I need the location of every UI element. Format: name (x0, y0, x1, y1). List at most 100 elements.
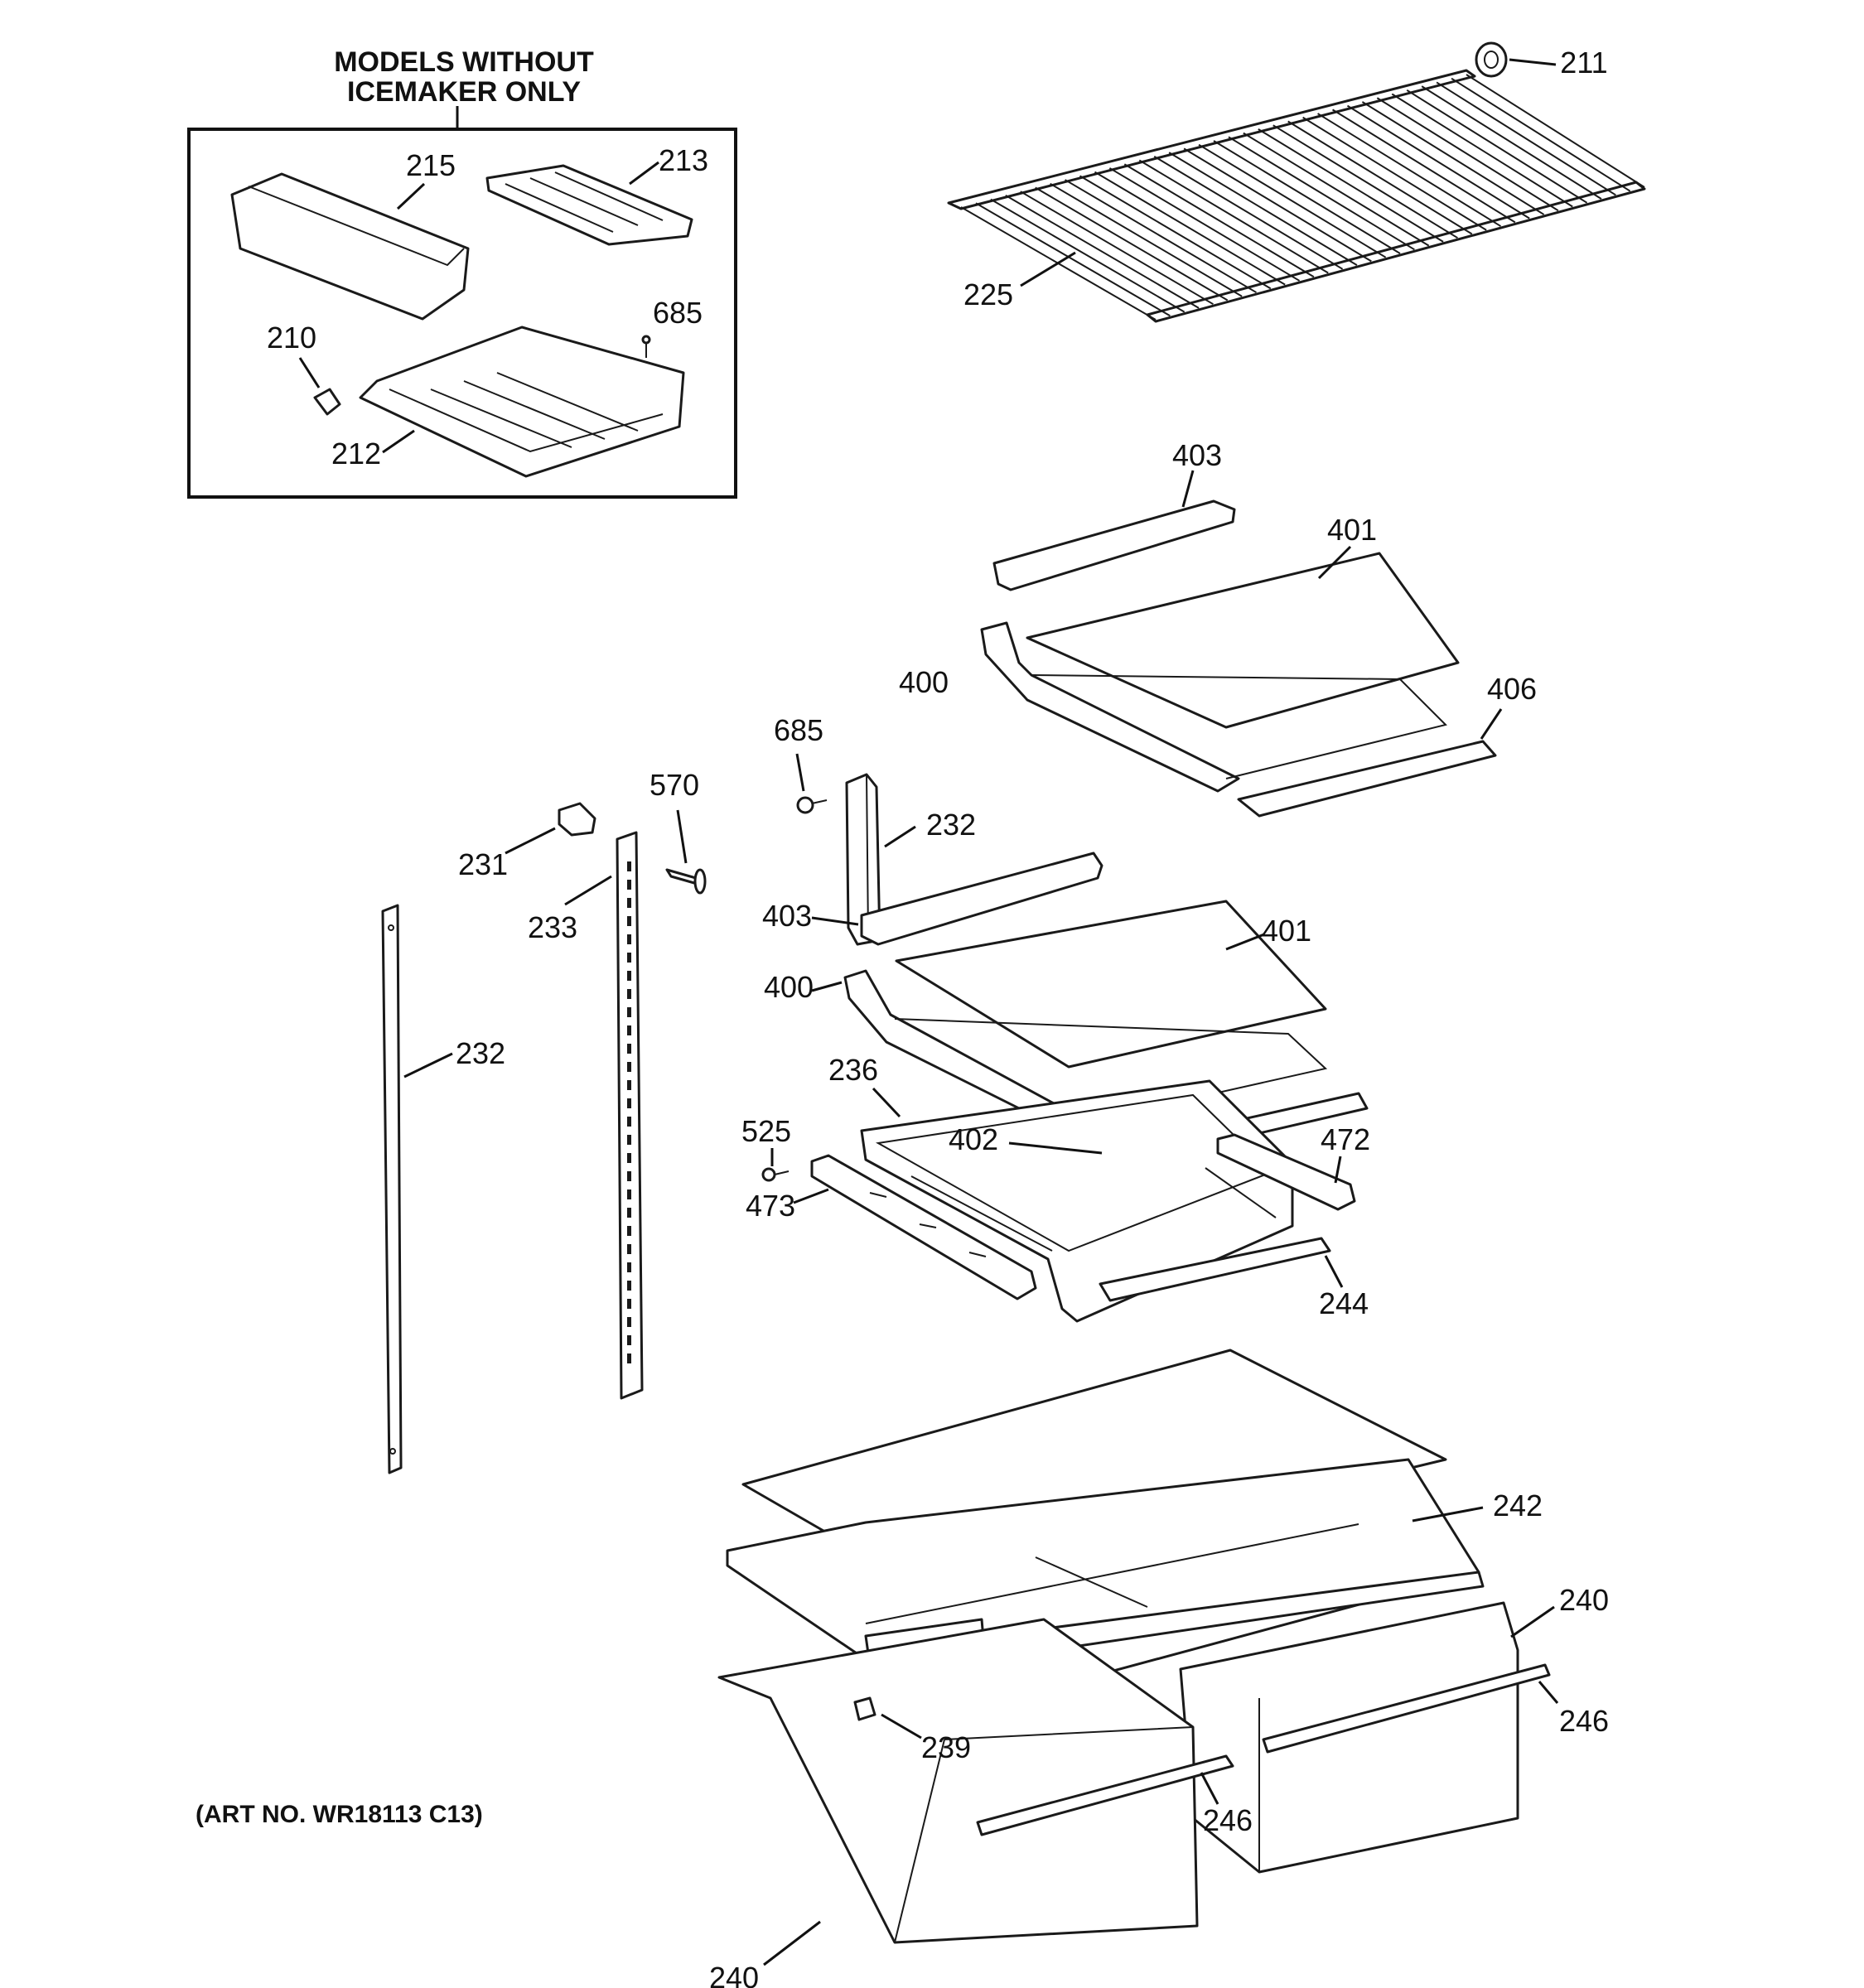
rail-slot (627, 1244, 631, 1254)
part-drawer-240-right (1179, 1601, 1551, 1874)
callout-403-lower: 403 (762, 899, 812, 933)
callout-401-lower: 401 (1262, 914, 1311, 948)
wire-rung (1213, 140, 1401, 254)
part-slide-rail-244 (1099, 1237, 1331, 1302)
rail-slot (627, 1062, 631, 1072)
wire-rung (1243, 132, 1430, 247)
rail-slot (627, 1153, 631, 1163)
wire-rung (1361, 101, 1545, 215)
callout-685: 685 (774, 713, 823, 747)
wire-rung (1079, 175, 1272, 290)
lower-glass-shelf-assembly (843, 852, 1369, 1165)
callout-400-lower: 400 (764, 970, 814, 1004)
callout-215: 215 (406, 148, 456, 182)
part-end-cap-211 (1475, 41, 1508, 78)
wire-rung (1317, 113, 1501, 227)
wire-rung (1421, 85, 1602, 200)
rail-slot (627, 1025, 631, 1035)
callout-472: 472 (1321, 1122, 1370, 1156)
rail-slot (627, 1299, 631, 1309)
rail-slot (627, 861, 631, 871)
rail-slot (627, 1098, 631, 1108)
rail-slot (627, 916, 631, 926)
part-drawer-240-left (717, 1618, 1234, 1944)
rail-slot (627, 1208, 631, 1218)
part-screw-685-inset (641, 335, 651, 358)
wire-rung (1287, 120, 1473, 235)
part-clip-231 (558, 802, 596, 837)
wire-rung (1094, 171, 1286, 286)
callout-473: 473 (746, 1189, 795, 1223)
rail-slot (627, 953, 631, 963)
rail-slot (627, 1281, 631, 1291)
callout-246-left: 246 (1203, 1803, 1253, 1837)
rail-slot (627, 1335, 631, 1345)
part-wire-shelf (947, 69, 1646, 323)
wire-rung (1228, 136, 1415, 251)
upper-glass-shelf-assembly (980, 499, 1497, 818)
rail-slot (627, 1171, 631, 1181)
callout-225: 225 (963, 277, 1013, 311)
rail-slot (627, 1353, 631, 1363)
part-trim-406 (1237, 740, 1497, 818)
part-crisper-pan-236 (860, 1079, 1294, 1323)
rail-slot (627, 1007, 631, 1017)
part-glass-401-lower (895, 900, 1327, 1069)
part-frame-400-upper (980, 621, 1240, 793)
wire-rung (1198, 143, 1387, 258)
rail-slot (627, 1117, 631, 1127)
part-knob-210 (313, 388, 341, 416)
rail-slot (627, 934, 631, 944)
part-ladder-rail-232-left (381, 904, 403, 1474)
rail-slot (627, 1044, 631, 1054)
part-ladder-rail-233 (616, 831, 644, 1400)
callout-232-left: 232 (456, 1036, 505, 1070)
callout-210: 210 (267, 321, 316, 355)
rail-slot (627, 1080, 631, 1090)
rail-slot (627, 880, 631, 890)
part-slide-rail-473 (810, 1154, 1037, 1300)
wire-rung (1050, 182, 1243, 297)
part-handle-246-right (1262, 1663, 1551, 1754)
wire-rung (1391, 93, 1573, 208)
wire-rung (975, 202, 1171, 317)
part-screw-570 (665, 868, 707, 895)
inset-frame (187, 128, 737, 499)
wire-rung (1035, 186, 1229, 302)
wire-rung (1065, 179, 1257, 293)
wire-rung (1376, 97, 1559, 212)
art-number: (ART NO. WR18113 C13) (196, 1801, 483, 1828)
rail-slot (627, 989, 631, 999)
callout-402: 402 (949, 1122, 998, 1156)
part-icemaker-shelf (359, 326, 685, 478)
wire-rung (1153, 155, 1344, 270)
part-screw-685 (796, 796, 828, 814)
part-front-trim-403-upper (992, 499, 1236, 591)
icemaker-inset: MODELS WITHOUT ICEMAKER ONLY (187, 46, 737, 499)
wire-rung (1346, 104, 1530, 220)
callout-211: 211 (1560, 46, 1607, 80)
wire-shelf-rungs (960, 74, 1645, 321)
wire-rung (1123, 163, 1315, 278)
wire-rung (1168, 152, 1358, 266)
rail-slot (627, 1317, 631, 1327)
wire-rung (1005, 195, 1200, 309)
callout-231: 231 (458, 847, 508, 881)
rail-slot (627, 1135, 631, 1145)
callout-406: 406 (1487, 672, 1537, 706)
wire-rung (1302, 116, 1487, 231)
wire-rung (990, 198, 1186, 313)
callout-685-inset: 685 (653, 296, 703, 330)
part-ice-bucket (230, 172, 470, 321)
callout-246-right: 246 (1559, 1704, 1609, 1738)
callout-240-right: 240 (1559, 1583, 1609, 1617)
callout-400-upper: 400 (899, 665, 949, 699)
part-slide-rail-472 (1216, 1133, 1356, 1211)
wire-rung (1451, 77, 1631, 192)
wire-rung (1332, 109, 1516, 224)
inset-heading-line2: ICEMAKER ONLY (347, 76, 581, 108)
callout-403-upper: 403 (1172, 438, 1222, 472)
wire-rung (1138, 159, 1329, 274)
wire-rung (1406, 89, 1588, 204)
callout-525: 525 (741, 1114, 791, 1148)
